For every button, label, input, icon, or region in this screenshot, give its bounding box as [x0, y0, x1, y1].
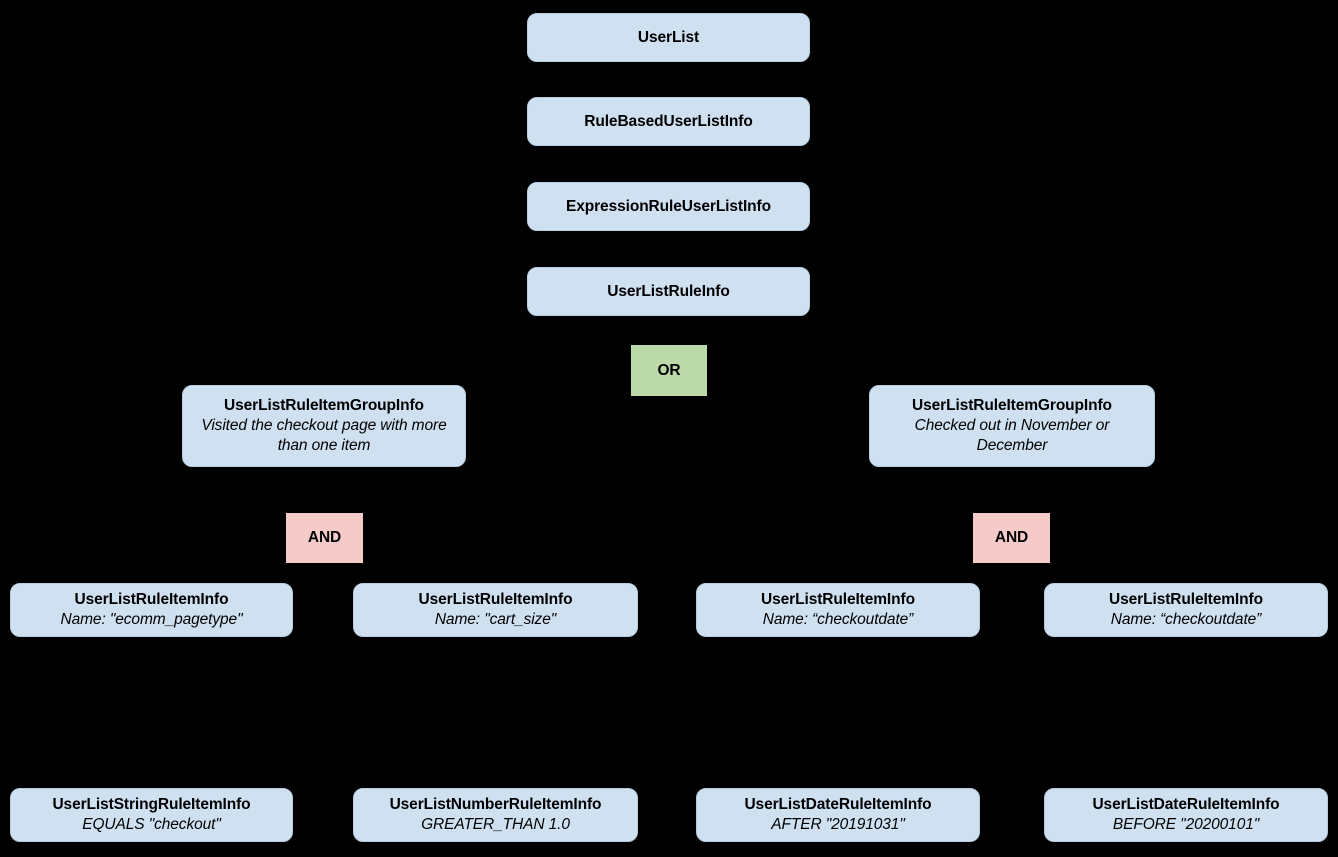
node-userlist[interactable]: UserList — [527, 13, 810, 62]
edge-userlistruleinfo-to-group-right — [667, 316, 1013, 385]
node-and-right[interactable]: AND — [973, 513, 1050, 563]
node-subtitle: Visited the checkout page with more than… — [201, 417, 447, 454]
node-or-operator[interactable]: OR — [631, 345, 707, 396]
node-rulebaseduserlistinfo[interactable]: RuleBasedUserListInfo — [527, 97, 810, 146]
node-subtitle: BEFORE "20200101" — [1112, 816, 1260, 833]
node-subtitle: GREATER_THAN 1.0 — [421, 816, 570, 833]
node-title: UserListRuleItemGroupInfo — [224, 397, 424, 415]
node-title: UserListRuleInfo — [607, 282, 730, 300]
node-subtitle: Name: “checkoutdate” — [762, 611, 914, 628]
node-title: UserListStringRuleItemInfo — [52, 796, 251, 814]
node-userlistruleinfo[interactable]: UserListRuleInfo — [527, 267, 810, 316]
node-subtitle: Checked out in November or December — [914, 417, 1110, 454]
node-title: UserListRuleItemInfo — [1109, 591, 1263, 609]
node-title: UserListDateRuleItemInfo — [744, 796, 932, 814]
node-title: UserListNumberRuleItemInfo — [389, 796, 602, 814]
node-title: OR — [657, 361, 681, 379]
node-subtitle: EQUALS "checkout" — [82, 816, 221, 833]
node-title: UserList — [637, 28, 700, 46]
node-title: UserListRuleItemInfo — [418, 591, 573, 609]
node-subtitle: Name: "cart_size" — [434, 611, 557, 628]
node-and-left[interactable]: AND — [286, 513, 363, 563]
node-title: UserListRuleItemInfo — [761, 591, 915, 609]
edge-userlistruleinfo-to-group-left — [323, 316, 670, 385]
node-subtitle: Name: “checkoutdate” — [1110, 611, 1262, 628]
node-subtitle: Name: "ecomm_pagetype" — [60, 611, 243, 628]
node-title: RuleBasedUserListInfo — [584, 112, 753, 130]
node-title: UserListRuleItemGroupInfo — [912, 397, 1112, 415]
node-title: AND — [307, 529, 342, 547]
node-title: ExpressionRuleUserListInfo — [566, 197, 771, 215]
node-title: AND — [994, 529, 1029, 547]
node-expressionruleuserlistinfo[interactable]: ExpressionRuleUserListInfo — [527, 182, 810, 231]
node-title: UserListRuleItemInfo — [74, 591, 229, 609]
node-subtitle: AFTER "20191031" — [771, 816, 905, 833]
node-title: UserListDateRuleItemInfo — [1092, 796, 1280, 814]
